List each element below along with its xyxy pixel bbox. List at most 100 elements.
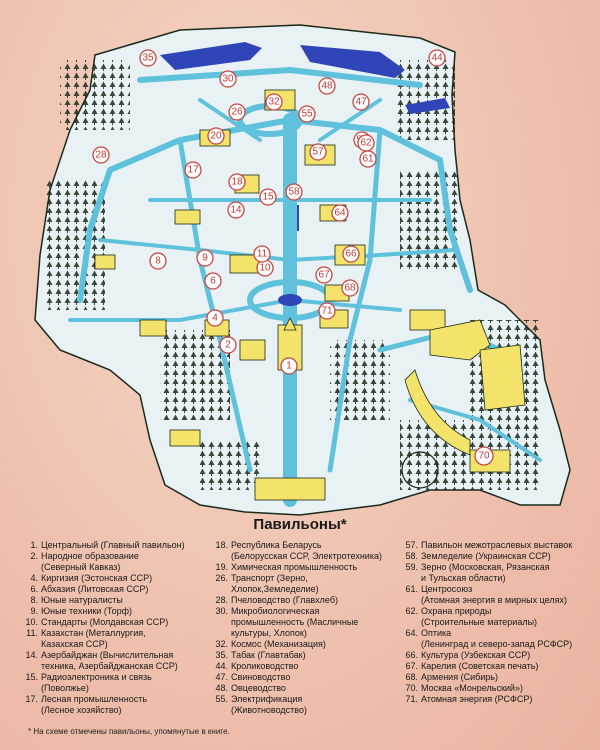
legend-item-number: 17. xyxy=(25,694,38,704)
marker-68[interactable]: 68 xyxy=(341,279,359,297)
legend-column-2: 18.Республика Беларусь (Белорусская ССР,… xyxy=(212,540,407,716)
marker-20[interactable]: 20 xyxy=(207,127,225,145)
legend-column-1: 1.Центральный (Главный павильон)2.Народн… xyxy=(22,540,217,716)
legend-item-text: Атомная энергия (РСФСР) xyxy=(421,694,533,704)
marker-10[interactable]: 10 xyxy=(256,259,274,277)
legend-item-number: 14. xyxy=(25,650,38,660)
legend-item: 19.Химическая промышленность xyxy=(212,562,407,573)
legend-item-text: Транспорт (Зерно, Хлопок,Земледелие) xyxy=(231,573,319,594)
marker-55[interactable]: 55 xyxy=(298,105,316,123)
legend-item: 57.Павильон межотраслевых выставок xyxy=(402,540,597,551)
svg-text:1: 1 xyxy=(286,361,292,372)
legend-item: 4.Киргизия (Эстонская ССР) xyxy=(22,573,217,584)
marker-8[interactable]: 8 xyxy=(149,252,167,270)
legend-item: 11.Казахстан (Металлургия, Казахская ССР… xyxy=(22,628,217,650)
marker-66[interactable]: 66 xyxy=(342,245,360,263)
legend-item-text: Оптика (Ленинград и северо-запад РСФСР) xyxy=(421,628,573,649)
marker-1[interactable]: 1 xyxy=(280,357,298,375)
legend-item: 48.Овцеводство xyxy=(212,683,407,694)
svg-text:32: 32 xyxy=(268,97,280,108)
legend-item-number: 35. xyxy=(215,650,228,660)
legend-item-text: Центральный (Главный павильон) xyxy=(41,540,185,550)
legend-item-text: Радиоэлектроника и связь (Поволжье) xyxy=(41,672,152,693)
svg-text:35: 35 xyxy=(142,53,154,64)
marker-32[interactable]: 32 xyxy=(265,93,283,111)
legend-item-number: 59. xyxy=(405,562,418,572)
marker-61[interactable]: 61 xyxy=(359,150,377,168)
marker-14[interactable]: 14 xyxy=(227,201,245,219)
legend-item: 15.Радиоэлектроника и связь (Поволжье) xyxy=(22,672,217,694)
marker-35[interactable]: 35 xyxy=(139,49,157,67)
marker-44[interactable]: 44 xyxy=(428,49,446,67)
legend-item-text: Свиноводство xyxy=(231,672,291,682)
legend-item-number: 1. xyxy=(30,540,38,550)
svg-text:2: 2 xyxy=(225,340,231,351)
marker-11[interactable]: 11 xyxy=(253,245,271,263)
legend-item-number: 48. xyxy=(215,683,228,693)
legend-item: 2.Народное образование (Северный Кавказ) xyxy=(22,551,217,573)
legend-item-number: 6. xyxy=(30,584,38,594)
legend-item-text: Павильон межотраслевых выставок xyxy=(421,540,573,550)
legend-item-number: 64. xyxy=(405,628,418,638)
svg-text:68: 68 xyxy=(344,283,356,294)
marker-26[interactable]: 26 xyxy=(228,103,246,121)
marker-67[interactable]: 67 xyxy=(315,266,333,284)
legend-item-text: Зерно (Московская, Рязанская и Тульская … xyxy=(421,562,550,583)
legend-item-text: Овцеводство xyxy=(231,683,286,693)
marker-17[interactable]: 17 xyxy=(184,161,202,179)
svg-text:10: 10 xyxy=(259,263,271,274)
legend-item-text: Электрификация (Животноводство) xyxy=(231,694,307,715)
marker-64[interactable]: 64 xyxy=(331,204,349,222)
legend-item-number: 71. xyxy=(405,694,418,704)
legend-item-text: Абхазия (Литовская ССР) xyxy=(41,584,149,594)
marker-30[interactable]: 30 xyxy=(219,70,237,88)
svg-text:18: 18 xyxy=(231,177,243,188)
legend-item: 35.Табак (Главтабак) xyxy=(212,650,407,661)
marker-47[interactable]: 47 xyxy=(352,93,370,111)
legend-item-text: Юные натуралисты xyxy=(41,595,123,605)
marker-57[interactable]: 57 xyxy=(309,143,327,161)
legend-item: 58.Земледелие (Украинская ССР) xyxy=(402,551,597,562)
marker-6[interactable]: 6 xyxy=(204,272,222,290)
svg-text:48: 48 xyxy=(321,81,333,92)
marker-4[interactable]: 4 xyxy=(206,309,224,327)
marker-9[interactable]: 9 xyxy=(196,249,214,267)
legend-item-number: 62. xyxy=(405,606,418,616)
marker-48[interactable]: 48 xyxy=(318,77,336,95)
marker-58[interactable]: 58 xyxy=(285,183,303,201)
marker-71[interactable]: 71 xyxy=(318,302,336,320)
legend-item: 6.Абхазия (Литовская ССР) xyxy=(22,584,217,595)
legend-item-number: 55. xyxy=(215,694,228,704)
legend-item-number: 19. xyxy=(215,562,228,572)
legend-item: 10.Стандарты (Молдавская ССР) xyxy=(22,617,217,628)
legend-item-text: Космос (Механизация) xyxy=(231,639,326,649)
svg-text:44: 44 xyxy=(431,53,443,64)
legend-item: 66.Культура (Узбекская ССР) xyxy=(402,650,597,661)
marker-2[interactable]: 2 xyxy=(219,336,237,354)
marker-28[interactable]: 28 xyxy=(92,146,110,164)
legend-item-number: 57. xyxy=(405,540,418,550)
legend-item-number: 15. xyxy=(25,672,38,682)
svg-text:15: 15 xyxy=(262,192,274,203)
fountain-pool xyxy=(278,294,302,306)
svg-text:62: 62 xyxy=(360,138,372,149)
marker-15[interactable]: 15 xyxy=(259,188,277,206)
legend-item: 32.Космос (Механизация) xyxy=(212,639,407,650)
legend-item-number: 2. xyxy=(30,551,38,561)
svg-text:11: 11 xyxy=(257,249,268,260)
svg-text:6: 6 xyxy=(210,276,216,287)
svg-text:30: 30 xyxy=(222,74,234,85)
legend-item: 8.Юные натуралисты xyxy=(22,595,217,606)
legend-item: 1.Центральный (Главный павильон) xyxy=(22,540,217,551)
legend-item: 44.Кролиководство xyxy=(212,661,407,672)
marker-62[interactable]: 62 xyxy=(357,134,375,152)
legend-item-number: 11. xyxy=(26,628,38,638)
marker-70[interactable]: 70 xyxy=(474,446,494,466)
svg-text:28: 28 xyxy=(95,150,107,161)
legend-item: 61.Центросоюз (Атомная энергия в мирных … xyxy=(402,584,597,606)
svg-text:17: 17 xyxy=(187,165,199,176)
marker-18[interactable]: 18 xyxy=(228,173,246,191)
legend-item: 67.Карелия (Советская печать) xyxy=(402,661,597,672)
legend-item-number: 10. xyxy=(25,617,38,627)
svg-text:61: 61 xyxy=(362,154,374,165)
